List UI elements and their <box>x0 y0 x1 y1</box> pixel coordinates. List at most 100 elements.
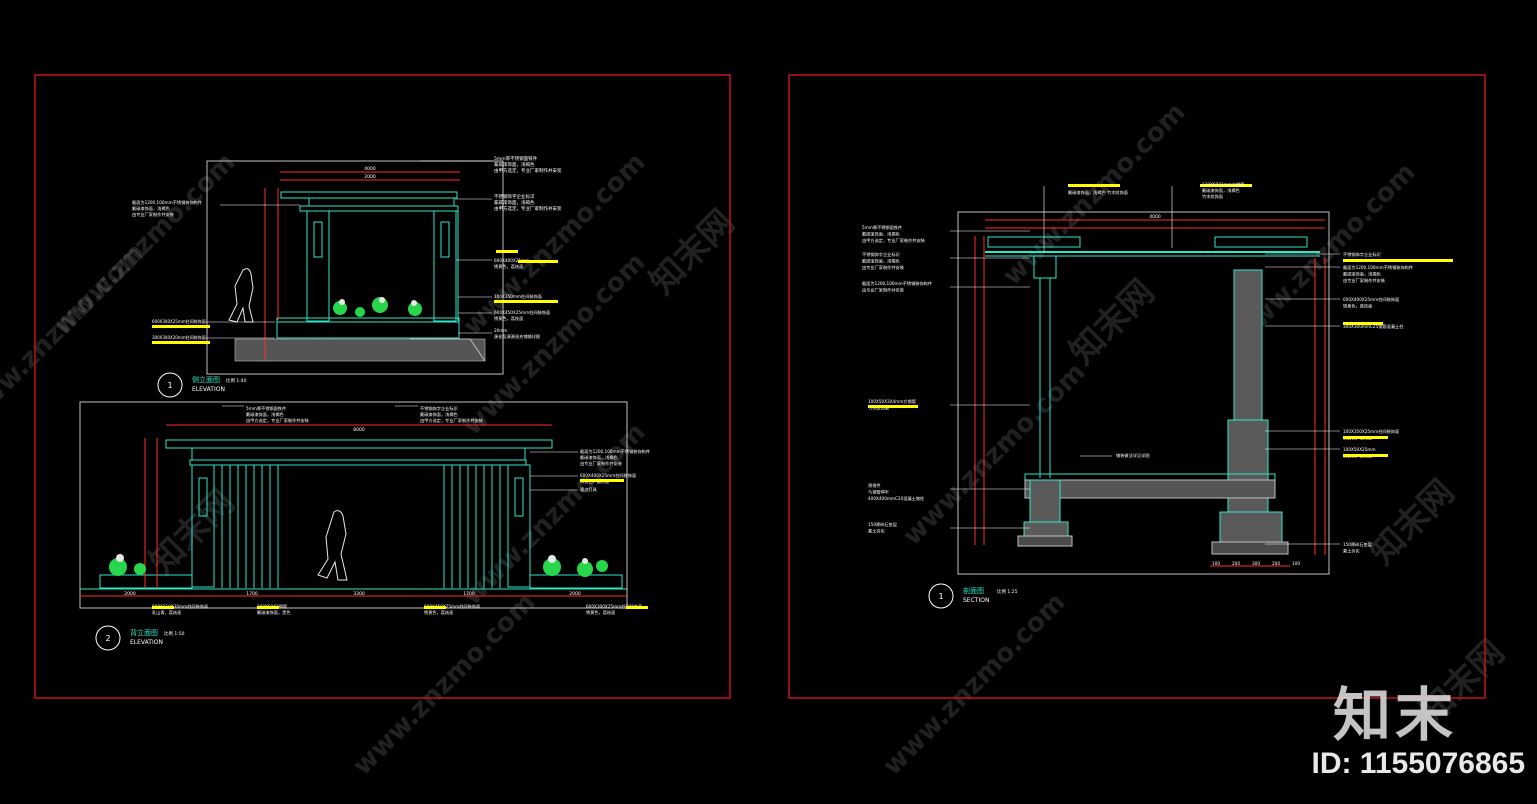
annotation-text: 20mm <box>494 328 508 333</box>
drawing-number: 1 <box>167 381 172 390</box>
drawing-number: 2 <box>105 634 110 643</box>
annotation-text: 乳山青，荔枝面 <box>152 609 181 616</box>
annotation-text-layer: 400020005mm厚不锈钢面铁件氟碳漆饰面，浅褐色由甲方选定，专业厂家制作并… <box>95 155 1453 651</box>
watermark-text: www.znzmo.com <box>347 587 541 781</box>
annotation-text: 由专业厂家制作并安装 <box>862 264 905 271</box>
sheet-right-frame <box>788 74 1486 699</box>
annotation-text: 锈黄色，荔枝面 <box>1343 303 1372 310</box>
highlight-bar <box>628 606 648 609</box>
annotation-text: 由专业厂家制作并安装 <box>580 460 623 467</box>
brand-watermark: 知末 <box>1332 681 1457 749</box>
annotation-text: 5mm厚不锈钢面铁件 <box>862 224 902 231</box>
dimension-label: 1700 <box>463 591 475 597</box>
annotation-text: 素土夯实 <box>1343 548 1360 555</box>
annotation-text: 氟碳漆饰面，浅褐色 <box>1202 187 1241 194</box>
annotation-text: 氟碳漆饰面，浅褐色 <box>862 231 901 238</box>
drawing-number-circle <box>157 372 183 398</box>
dimension-label: 200 <box>1272 561 1280 566</box>
watermark-text: www.znzmo.com <box>457 247 651 441</box>
highlight-bar <box>1068 184 1120 187</box>
annotation-text: 氟碳漆饰面，浅褐色 <box>580 454 619 461</box>
drawing-scale: 比例 1:25 <box>997 588 1018 595</box>
section-drawing <box>957 211 1330 575</box>
annotation-text: 由专业厂家制作并安装 <box>862 287 905 294</box>
annotation-text: 由甲方选定，专业厂家制作并安装 <box>494 205 562 212</box>
annotation-text: 由专业厂家制作并安装 <box>1343 277 1386 284</box>
highlight-bar <box>580 479 624 482</box>
annotation-text: 600X300X25mm柱间装饰面 <box>586 603 642 610</box>
drawing-number-circle <box>95 625 121 651</box>
annotation-text: 氟碳漆饰面，浅褐色 <box>494 161 535 168</box>
annotation-text: 5mm厚不锈钢面铁件 <box>246 405 286 412</box>
annotation-text: 300X300X20mm柱间装饰面 <box>152 334 206 340</box>
annotation-text: 氟碳漆饰面，浅褐色 <box>420 411 459 418</box>
highlight-bar <box>518 260 558 263</box>
annotation-text: 600X400X25mm <box>494 258 529 263</box>
annotation-text: 截面为1200,100mm不锈钢装饰构件 <box>1343 264 1413 271</box>
highlight-bar <box>868 405 918 408</box>
highlight-bar <box>152 606 174 609</box>
elevation-1-drawing <box>206 160 504 375</box>
annotation-text: 600X300X25mm柱间装饰面 <box>152 318 206 324</box>
annotation-text: 截面为1200,100mm不锈钢装饰构件 <box>862 280 932 287</box>
annotation-text: 氟碳漆饰面，浅褐色 竹木纹饰面 <box>1068 189 1128 196</box>
annotation-text: 600X400X25mm柱间装饰面 <box>580 472 636 479</box>
dimension-label: 2000 <box>569 591 581 597</box>
dimension-label: 8000 <box>353 427 365 433</box>
dimension-label: 200 <box>1232 561 1240 566</box>
annotation-text: 锈黄色，荔枝面 <box>494 315 523 322</box>
annotation-text: 600X210X30mm柱间装饰面 <box>152 603 208 610</box>
highlight-bar <box>1343 454 1388 457</box>
drawing-title: 剖面图 <box>963 586 984 595</box>
watermark-text: www.znzmo.com <box>877 587 1071 781</box>
drawing-scale: 比例 1:40 <box>226 377 247 384</box>
highlight-bar <box>152 325 210 328</box>
dimension-label: 4000 <box>1149 214 1161 220</box>
drawing-title-en: ELEVATION <box>130 639 163 646</box>
elevation-2-drawing <box>79 401 628 609</box>
highlight-bar <box>257 606 279 609</box>
drawing-number: 1 <box>938 592 943 601</box>
annotation-text: 氟碳漆饰面，浅褐色 <box>132 205 171 212</box>
drawing-title: 侧立面图 <box>192 375 220 384</box>
highlight-bar <box>1343 436 1388 439</box>
highlight-bar <box>152 341 210 344</box>
annotation-text: 氟碳漆饰面，浅褐色 <box>494 199 535 206</box>
annotation-text: 不锈钢饰字企业标识 <box>494 193 535 200</box>
watermark-text: 知末网 <box>642 202 742 302</box>
drawing-number-circle <box>928 583 954 609</box>
annotation-text: 400X400mmC20混凝土墩柱 <box>868 495 925 502</box>
dimension-label: 100 <box>1292 561 1300 566</box>
dimension-label: 2000 <box>124 591 136 597</box>
annotation-text: 预埋件 <box>868 482 881 489</box>
annotation-text: 截面为1200,100mm不锈钢装饰构件 <box>580 448 650 455</box>
annotation-text: 不锈钢饰字企业标识 <box>420 405 458 412</box>
annotation-text: 5mm厚不锈钢面铁件 <box>494 155 538 162</box>
image-id-label: ID: 1155076865 <box>1311 747 1525 780</box>
annotation-text: 不锈钢饰字企业标识 <box>1343 251 1381 258</box>
annotation-text: 300X300mmC25钢筋混凝土柱 <box>1343 323 1404 330</box>
annotation-text: 100X50X25mm <box>1343 447 1376 452</box>
drawing-title-en: SECTION <box>963 597 989 604</box>
dimension-label: 2000 <box>364 174 376 180</box>
annotation-text: 氟碳漆饰面，浅褐色 <box>862 258 901 265</box>
drawing-title-en: ELEVATION <box>192 386 225 393</box>
watermark-text: www.znzmo.com <box>457 147 651 341</box>
annotation-text: 100X350X25mm柱间装饰面 <box>1343 428 1399 435</box>
annotation-text: 150厚碎石垫层 <box>1343 541 1372 548</box>
annotation-text: 锈黄色，荔枝面 <box>494 263 523 270</box>
annotation-text: 120X60X2mm方钢管 <box>1202 181 1244 188</box>
annotation-text: 氟碳漆饰面，黑色 <box>257 609 291 616</box>
annotation-text: 600X450X25mm柱间装饰面 <box>494 309 550 316</box>
annotation-text: 由甲方选定，专业厂家制作并安装 <box>420 417 484 424</box>
annotation-text: 由甲方选定，专业厂家制作并安装 <box>494 167 562 174</box>
annotation-text: 氟碳漆饰面，浅褐色 <box>1343 271 1382 278</box>
annotation-text: 铺装做法详见详图 <box>1116 452 1150 459</box>
highlight-bar <box>1343 322 1383 325</box>
annotation-text: 截面为1200,100mm不锈钢装饰构件 <box>132 199 202 206</box>
annotation-text: 氟碳漆饰面，浅褐色 <box>246 411 285 418</box>
sheet-left-frame <box>34 74 731 699</box>
annotation-text: 100X50X3X4mm方钢管 <box>868 398 916 405</box>
highlight-bar <box>1343 259 1453 262</box>
